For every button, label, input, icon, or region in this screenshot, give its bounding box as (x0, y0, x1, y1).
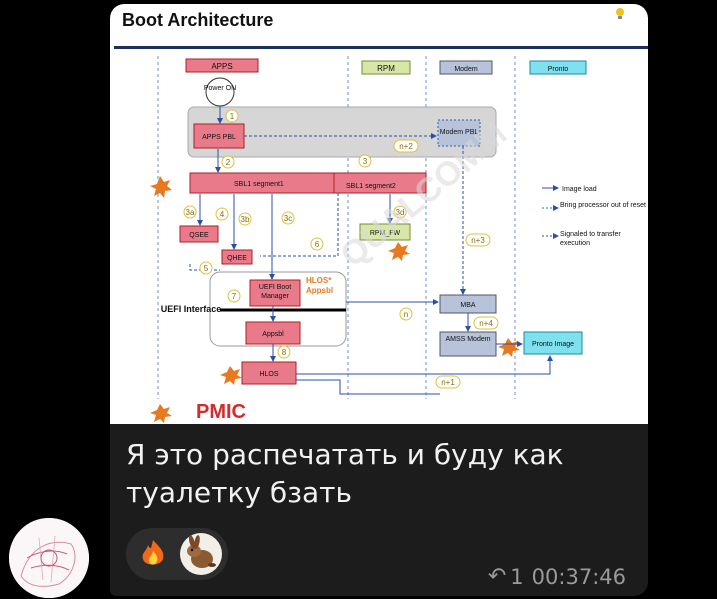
message-meta: ↶ 1 00:37:46 (488, 564, 626, 589)
column-header-modem (439, 60, 493, 75)
rpm-fw-node (359, 223, 411, 241)
step-marker: 4 (220, 210, 225, 219)
step-marker: n (404, 310, 408, 319)
hlos-label: HLOS (259, 371, 278, 378)
step-marker: 1 (230, 112, 235, 121)
rpm-fw-label: RPM_FW (370, 230, 401, 237)
step-marker: 3b (241, 215, 250, 224)
rabbit-icon (187, 535, 216, 568)
hlos-appsbl-label: HLOS* Appsbl (306, 276, 334, 295)
mba-label: MBA (460, 302, 476, 309)
legend-label: Image load (562, 186, 597, 193)
appsbl-label: Appsbl (262, 331, 284, 338)
star-burst-icon (498, 338, 520, 357)
step-marker: 5 (204, 264, 209, 273)
pronto-image-label: Pronto Image (532, 341, 574, 348)
qhee-label: QHEE (227, 255, 247, 262)
step-marker: 3a (186, 208, 195, 217)
step-marker: 3c (284, 214, 292, 223)
step-marker: n+1 (441, 378, 455, 387)
modem-pbl-label: Modem PBL (440, 129, 479, 136)
message-time: 00:37:46 (531, 564, 626, 589)
step-marker: 6 (315, 240, 320, 249)
step-marker: 3 (363, 157, 368, 166)
power-on-node (205, 77, 235, 107)
step-marker: 2 (226, 158, 231, 167)
star-burst-icon (150, 176, 172, 198)
legend: Image load Bring processor out of reset … (542, 185, 646, 247)
step-marker: 8 (282, 348, 287, 357)
sbl1-bar (189, 172, 427, 194)
reactions-bar[interactable] (126, 528, 228, 580)
step-marker: n+3 (471, 236, 485, 245)
title-rule (114, 46, 648, 49)
avatar[interactable] (9, 518, 89, 598)
uefi-interface-label: UEFI Interface (160, 304, 222, 314)
sbl1-seg2-label: SBL1 segment2 (346, 183, 396, 190)
sbl1-seg1-label: SBL1 segment1 (234, 181, 284, 188)
reply-arrow-icon[interactable]: ↶ (487, 564, 507, 589)
legend-label: Bring processor out of reset (560, 202, 646, 209)
message-photo[interactable]: Boot Architecture APPS RPM Modem Pronto … (110, 4, 648, 424)
flow-arrows (189, 106, 553, 395)
hlos-node (241, 361, 297, 385)
star-burst-icon (220, 366, 242, 385)
fire-icon (142, 540, 164, 565)
message-caption: Я это распечатать и буду как туалетку бз… (126, 438, 564, 509)
modem-pbl-node (437, 119, 481, 147)
column-header-modem-label: Modem (454, 66, 478, 73)
star-burst-icon (150, 404, 172, 423)
slide-title: Boot Architecture (122, 10, 273, 30)
column-header-apps-label: APPS (211, 62, 232, 71)
qsee-node (179, 225, 219, 243)
column-header-pronto (529, 60, 587, 75)
power-on-label: Power ON (204, 85, 236, 92)
step-markers: 1 2 3 n+2 3a 4 3b 3c 3d 5 6 7 8 n+3 n n+… (183, 109, 499, 389)
lightbulb-icon (616, 8, 624, 19)
uefi-boot-manager-node (249, 279, 301, 307)
rabbit-sticker-reaction[interactable] (180, 533, 222, 575)
reply-count[interactable]: 1 (510, 564, 524, 589)
column-header-rpm-label: RPM (377, 64, 395, 73)
star-burst-icon (388, 242, 410, 261)
pmic-label: PMIC (196, 401, 246, 423)
fire-emoji-reaction[interactable] (132, 533, 174, 575)
qhee-node (221, 249, 253, 265)
apps-pbl-label: APPS PBL (202, 134, 236, 141)
legend-label: Signaled to transfer execution (560, 231, 621, 247)
pbl-band (187, 106, 497, 158)
column-header-apps (185, 58, 259, 73)
column-header-pronto-label: Pronto (548, 66, 569, 73)
step-marker: n+2 (399, 142, 413, 151)
uefi-boot-manager-label: UEFI Boot Manager (258, 284, 292, 300)
column-header-rpm (361, 60, 411, 75)
step-marker: 7 (232, 292, 237, 301)
message-bubble[interactable]: Boot Architecture APPS RPM Modem Pronto … (110, 4, 648, 596)
qsee-label: QSEE (189, 232, 209, 239)
amss-modem-label: AMSS Modem (445, 336, 491, 343)
pronto-image-node (523, 331, 583, 355)
step-marker: n+4 (479, 319, 493, 328)
step-marker: 3d (396, 208, 405, 217)
